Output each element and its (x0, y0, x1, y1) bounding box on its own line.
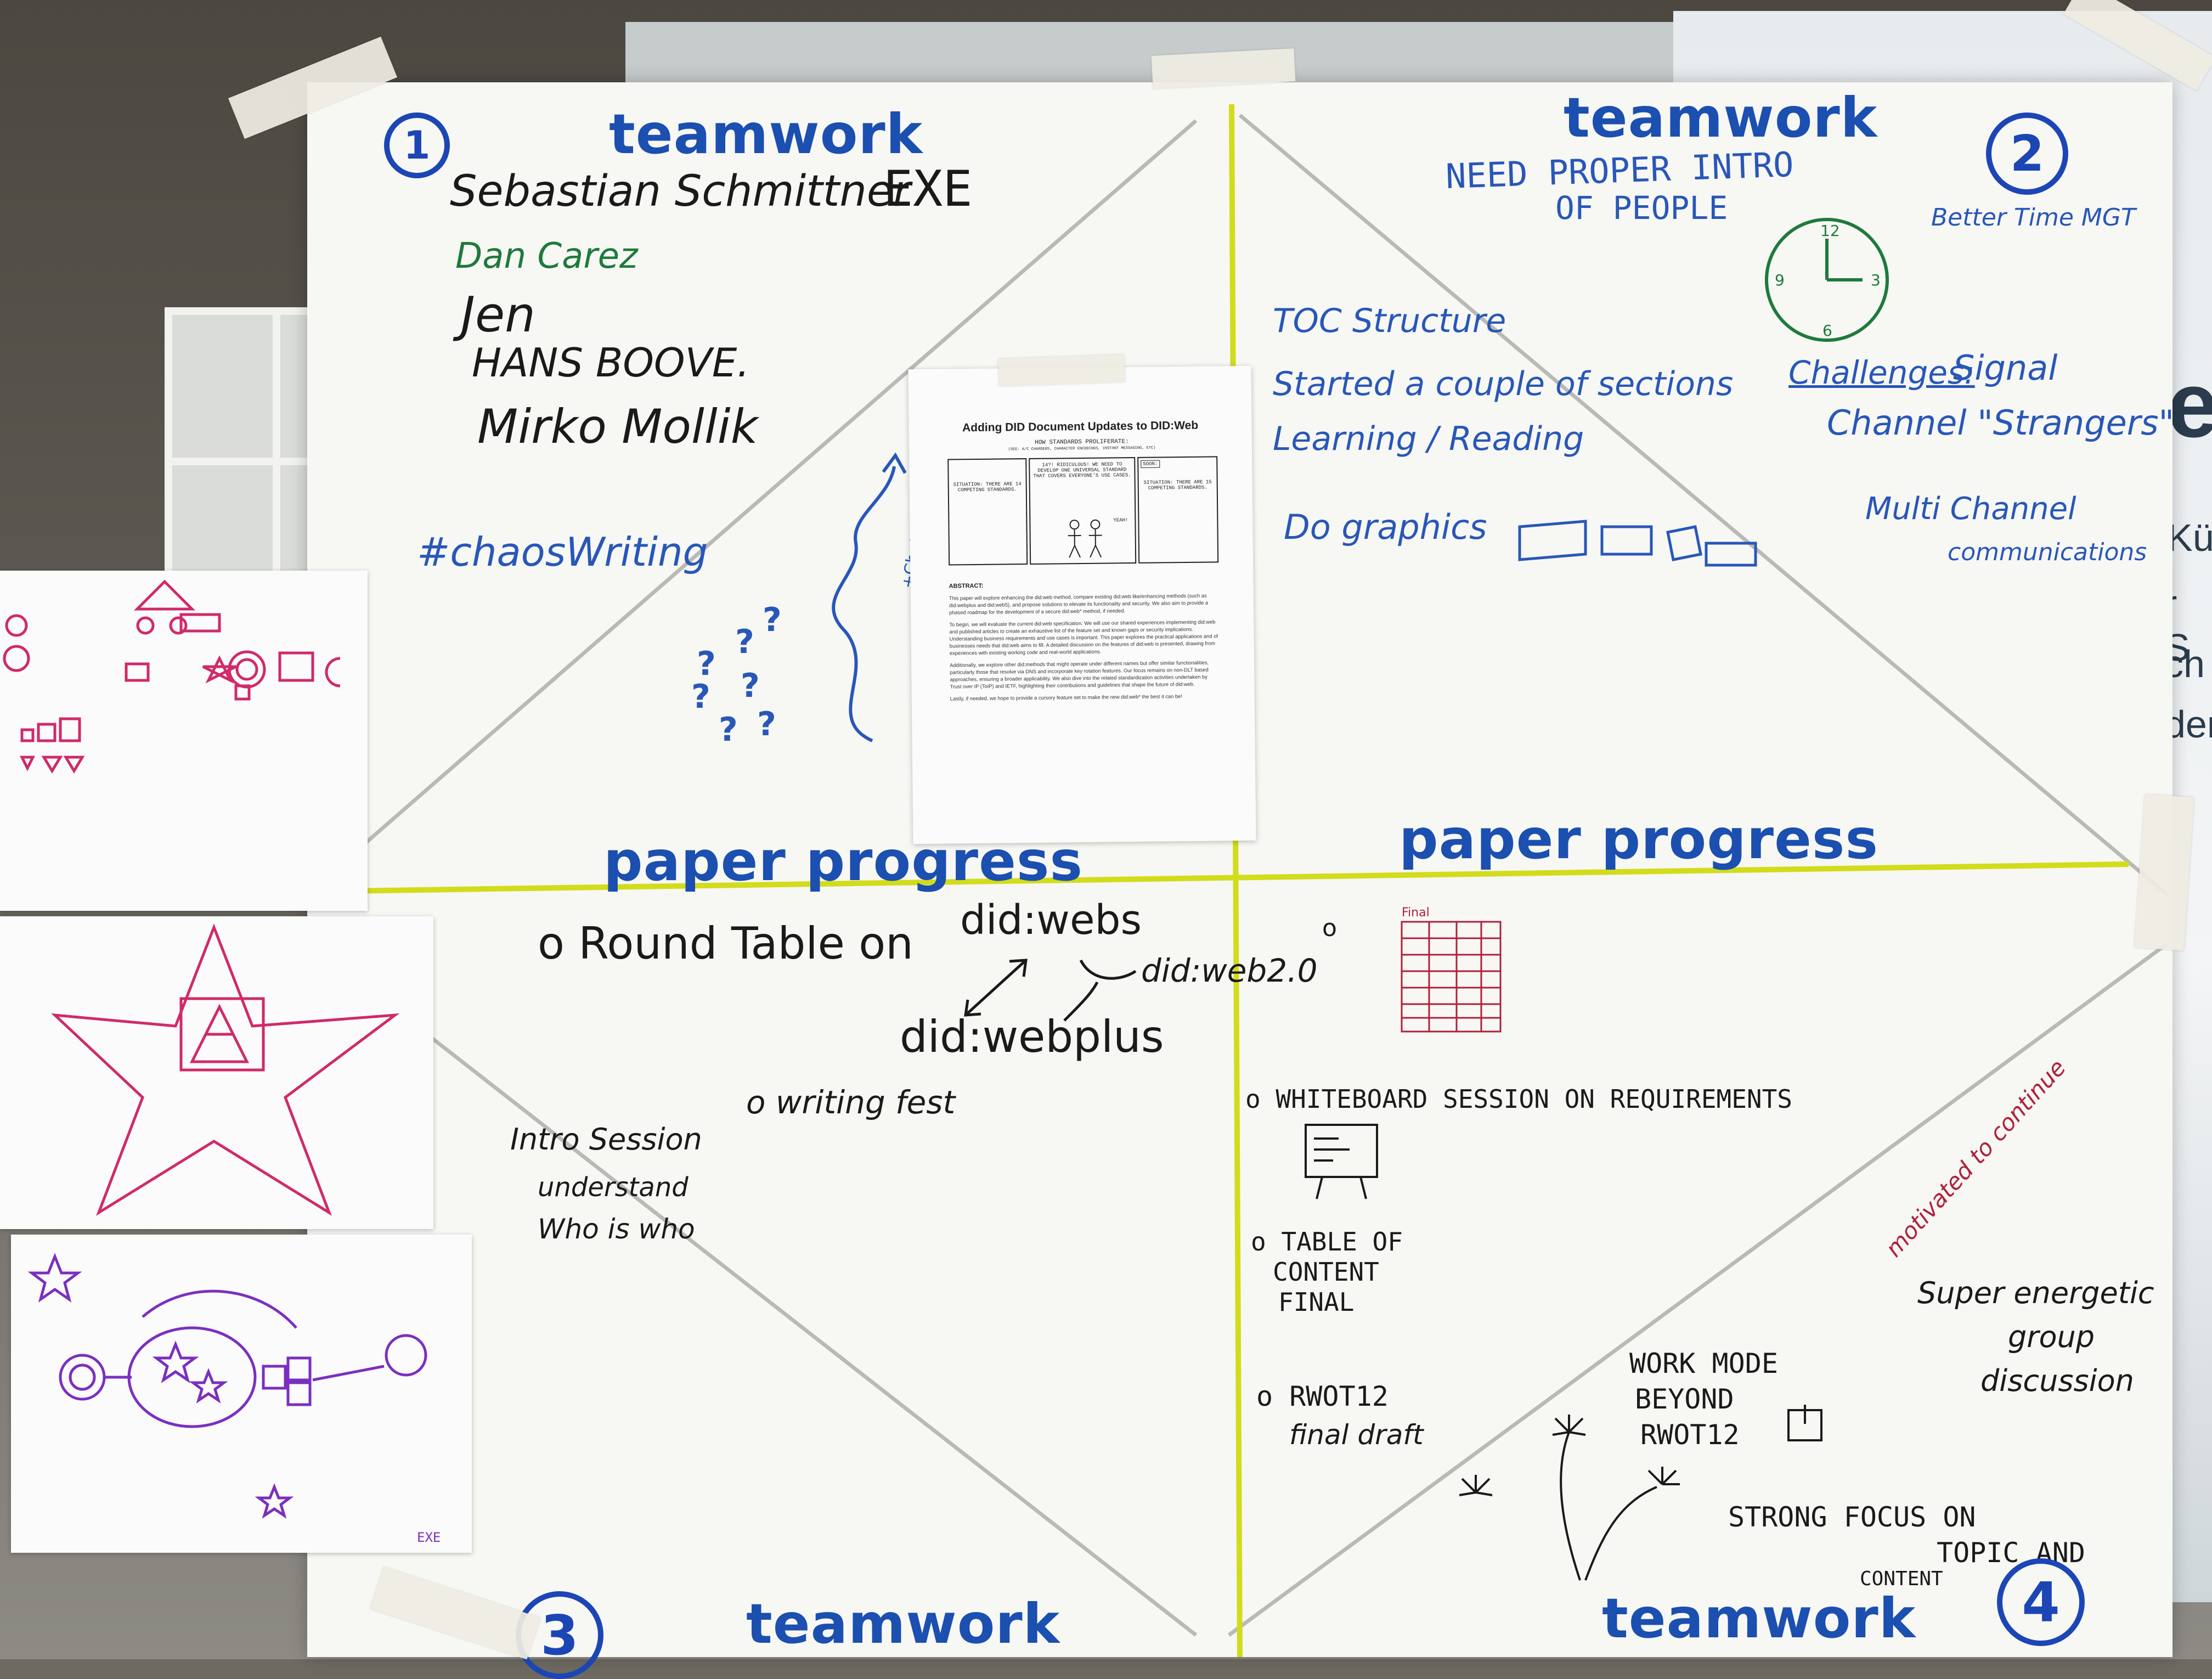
comic-panel: SOON: SITUATION: THERE ARE 15 COMPETING … (1137, 456, 1218, 564)
didweb20-note: did:web2.0 (1141, 955, 1317, 987)
clock-numeral: 12 (1820, 222, 1840, 240)
star-doodle (0, 916, 433, 1229)
intro-session-note: Intro Session (510, 1125, 702, 1154)
intro-note: OF PEOPLE (1555, 192, 1728, 224)
learning-note: Learning / Reading (1273, 422, 1584, 455)
shapes-doodle (0, 571, 368, 911)
clock-numeral: 9 (1775, 271, 1785, 289)
printed-abstract-sheet: Adding DID Document Updates to DID:Web H… (908, 366, 1256, 844)
signature-initials: EXE (883, 165, 973, 214)
toc-final-note: CONTENT (1273, 1259, 1379, 1284)
abstract-paragraph: Lastly, if needed, we hope to provide a … (950, 692, 1219, 702)
participant-name: Dan Carez (455, 239, 638, 274)
roundtable-note: o Round Table on (538, 922, 913, 966)
whiteboard-note: o WHITEBOARD SESSION ON REQUIREMENTS (1245, 1086, 1792, 1112)
doodle-sheet-star (0, 916, 433, 1229)
workmode-note: BEYOND (1635, 1385, 1734, 1413)
focus-note: TOPIC AND (1937, 1539, 2085, 1567)
graphics-note: Do graphics (1284, 510, 1487, 544)
fireworks-doodle (1426, 1410, 1734, 1586)
sheet-initials: EXE (417, 1531, 441, 1544)
intro-session-note: Who is who (538, 1215, 695, 1243)
graphics-doodle (1514, 510, 1761, 576)
didwebs-note: did:webs (960, 900, 1142, 940)
workmode-note: WORK MODE (1629, 1350, 1778, 1377)
paper-title: Adding DID Document Updates to DID:Web (909, 419, 1251, 436)
comic-caption: SOON: (1141, 460, 1160, 468)
intro-session-note: understand (538, 1174, 689, 1201)
table-sketch-label: Final (1402, 906, 1430, 920)
abstract-paragraph: This paper will explore enhancing the di… (949, 592, 1218, 616)
screen-fragment: Kü (2167, 516, 2212, 560)
process-doodle (11, 1235, 472, 1553)
abstract-label: ABSTRACT: (949, 583, 984, 590)
svg-text:?: ? (691, 678, 710, 716)
energetic-note: group (2008, 1322, 2095, 1352)
sections-note: Started a couple of sections (1273, 368, 1733, 401)
clock-numeral: 6 (1822, 322, 1832, 340)
participant-name: Jen (461, 291, 535, 339)
relation-arrows (955, 949, 1163, 1026)
clock-numeral: 3 (1871, 271, 1881, 289)
writing-note: o writing fest (746, 1086, 955, 1118)
table-sketch: Final (1396, 905, 1511, 1037)
challenges-note: Channel "Strangers" (1827, 406, 2174, 440)
challenges-note: Signal (1953, 351, 2057, 385)
quadrant-heading: teamwork (1602, 1591, 1916, 1646)
participant-name: HANS BOOVE. (472, 343, 749, 382)
toc-final-note: o TABLE OF (1251, 1229, 1403, 1254)
challenges-label: Challenges: (1788, 357, 1975, 388)
svg-text:?: ? (741, 667, 760, 705)
svg-text:?: ? (719, 711, 738, 749)
focus-note: STRONG FOCUS ON (1728, 1503, 1976, 1531)
comic-caption: 14?! RIDICULOUS! WE NEED TO DEVELOP ONE … (1032, 461, 1132, 479)
rwot-note: final draft (1289, 1421, 1424, 1449)
energetic-note: Super energetic (1917, 1278, 2154, 1308)
quadrant-number-4: 4 (1997, 1558, 2085, 1646)
svg-text:?: ? (763, 601, 782, 639)
multichannel-note: communications (1948, 540, 2147, 565)
whiteboard-sketch (1300, 1119, 1383, 1202)
comic-caption: SITUATION: THERE ARE 14 COMPETING STANDA… (951, 481, 1024, 493)
bullet: o (1322, 916, 1337, 940)
flipchart-poster: 1 teamwork Sebastian Schmittner EXE Dan … (307, 82, 2172, 1657)
abstract-paragraph: Additionally, we explore other did:metho… (950, 659, 1219, 690)
svg-text:?: ? (757, 705, 776, 743)
comic-panel: 14?! RIDICULOUS! WE NEED TO DEVELOP ONE … (1029, 457, 1136, 565)
comic-panel: SITUATION: THERE ARE 14 COMPETING STANDA… (947, 458, 1028, 565)
hashtag-note: #chaosWriting (417, 532, 708, 572)
quadrant-number-1: 1 (384, 112, 450, 178)
time-mgt-note: Better Time MGT (1931, 206, 2136, 230)
stick-figures (1063, 519, 1108, 561)
quadrant-heading: paper progress (1399, 812, 1878, 867)
svg-text:?: ? (735, 623, 754, 661)
energetic-note: discussion (1980, 1366, 2134, 1396)
abstract-paragraph: To begin, we will evaluate the current d… (949, 618, 1218, 657)
quadrant-heading: teamwork (609, 107, 923, 162)
comic-strip: HOW STANDARDS PROLIFERATE: (SEE: A/C CHA… (947, 437, 1217, 566)
toc-final-note: FINAL (1278, 1289, 1354, 1315)
tape-strip (998, 354, 1125, 386)
rwot-note: o RWOT12 (1256, 1383, 1389, 1410)
toc-note: TOC Structure (1273, 305, 1506, 337)
quadrant-heading: teamwork (1564, 91, 1877, 145)
comic-caption: YEAH! (1113, 517, 1128, 523)
multichannel-note: Multi Channel (1865, 494, 2076, 525)
participant-name: Sebastian Schmittner (450, 170, 911, 213)
comic-caption: SITUATION: THERE ARE 15 COMPETING STANDA… (1141, 479, 1215, 491)
quadrant-heading: teamwork (746, 1597, 1060, 1652)
quadrant-number-2: 2 (1986, 112, 2068, 195)
doodle-sheet-shapes (0, 571, 368, 911)
doodle-sheet-process: EXE (11, 1235, 472, 1553)
abstract-body: This paper will explore enhancing the di… (949, 592, 1219, 707)
box-sketch (1783, 1399, 1832, 1449)
clock-icon: 12 3 6 9 (1756, 209, 1898, 351)
